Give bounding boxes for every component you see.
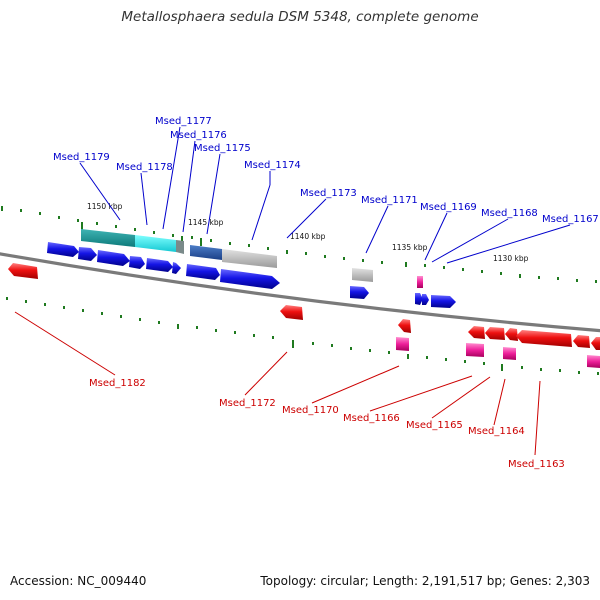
genome-backbone <box>0 252 600 333</box>
feature-bar <box>190 245 222 260</box>
gene-label: Msed_1166 <box>343 413 400 424</box>
gene-label: Msed_1164 <box>468 426 525 437</box>
gene-label: Msed_1165 <box>406 420 463 431</box>
feature-bar <box>417 276 423 288</box>
feature-bar <box>176 240 184 254</box>
gene-arrow <box>431 295 456 308</box>
gene-arrow <box>8 263 38 279</box>
gene-label: Msed_1169 <box>420 202 477 213</box>
feature-bar <box>352 268 373 282</box>
ruler-label: 1130 kbp <box>493 254 529 263</box>
gene-label: Msed_1171 <box>361 195 418 206</box>
feature-bar <box>587 355 600 368</box>
reverse-gene-labels: Msed_1182 Msed_1172 Msed_1170 Msed_1166 … <box>89 378 565 470</box>
gene-arrow <box>129 256 145 269</box>
gene-arrow <box>220 269 280 289</box>
feature-bar <box>81 229 135 247</box>
accession-text: Accession: NC_009440 <box>10 574 147 588</box>
gene-arrow <box>591 337 600 350</box>
feature-bar <box>135 235 176 252</box>
reverse-strand <box>8 263 600 368</box>
gene-arrow <box>350 286 369 299</box>
inner-ruler <box>6 297 599 375</box>
gene-arrow <box>172 262 181 274</box>
ruler-label: 1145 kbp <box>188 218 224 227</box>
gene-arrow <box>516 330 572 347</box>
ruler-label: 1135 kbp <box>392 243 428 252</box>
gene-label: Msed_1182 <box>89 378 146 389</box>
gene-label: Msed_1168 <box>481 208 538 219</box>
gene-arrow <box>97 250 130 266</box>
gene-arrow <box>485 327 505 340</box>
gene-label: Msed_1172 <box>219 398 276 409</box>
feature-bar <box>222 249 277 268</box>
gene-arrow <box>422 294 429 305</box>
gene-label: Msed_1163 <box>508 459 565 470</box>
gene-arrow <box>398 319 411 333</box>
genome-summary-text: Topology: circular; Length: 2,191,517 bp… <box>260 574 590 588</box>
gene-label: Msed_1167 <box>542 214 599 225</box>
feature-bar <box>503 347 516 360</box>
gene-arrow <box>47 242 79 257</box>
forward-leader-lines <box>79 126 571 264</box>
map-title: Metallosphaera sedula DSM 5348, complete… <box>121 9 479 25</box>
gene-label: Msed_1178 <box>116 162 173 173</box>
gene-arrow <box>78 247 97 261</box>
feature-bar <box>466 343 484 357</box>
outer-ruler <box>1 206 597 283</box>
forward-gene-labels: Msed_1179 Msed_1178 Msed_1177 Msed_1176 … <box>53 116 599 225</box>
ruler-label: 1140 kbp <box>290 232 326 241</box>
gene-label: Msed_1177 <box>155 116 212 127</box>
feature-track <box>81 229 423 288</box>
gene-label: Msed_1176 <box>170 130 227 141</box>
gene-arrow <box>186 264 220 280</box>
ruler-label: 1150 kbp <box>87 202 123 211</box>
gene-label: Msed_1175 <box>194 143 251 154</box>
gene-label: Msed_1179 <box>53 152 110 163</box>
gene-arrow <box>280 305 303 320</box>
gene-label: Msed_1170 <box>282 405 339 416</box>
gene-arrow <box>468 326 485 339</box>
gene-arrow <box>415 293 423 305</box>
gene-label: Msed_1174 <box>244 160 301 171</box>
gene-arrow <box>146 258 173 272</box>
gene-label: Msed_1173 <box>300 188 357 199</box>
forward-strand <box>47 242 456 308</box>
reverse-leader-lines <box>14 311 541 456</box>
feature-bar <box>396 337 409 351</box>
gene-arrow <box>573 335 590 348</box>
gene-arrow <box>505 328 518 341</box>
